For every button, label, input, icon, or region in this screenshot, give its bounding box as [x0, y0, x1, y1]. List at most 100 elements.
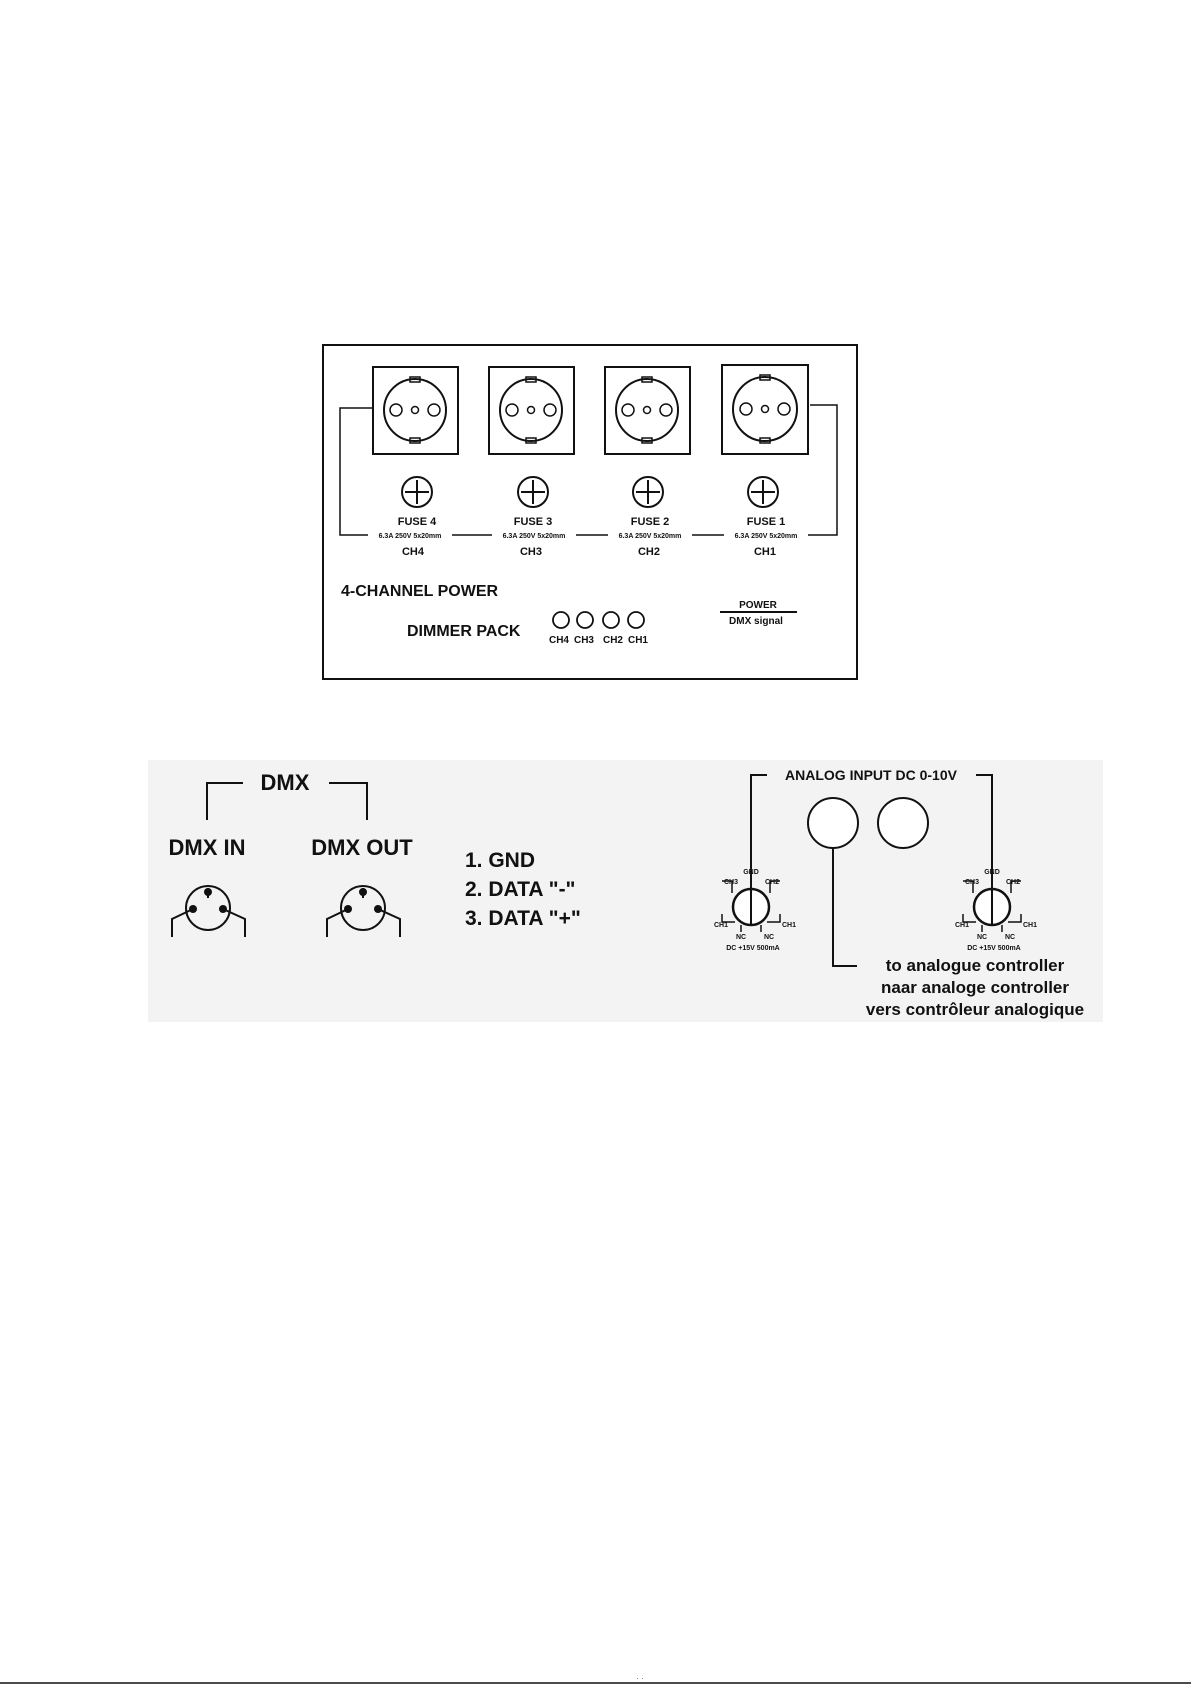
pin-nc-label: NC — [736, 934, 746, 941]
socket-pin-hole — [777, 402, 791, 416]
pin-ch1-label: CH1 — [955, 922, 969, 929]
power-label: POWER — [739, 600, 778, 611]
panel-title-line2: DIMMER PACK — [407, 623, 521, 640]
channel-label: CH4 — [402, 546, 425, 558]
pin-gnd-label: GND — [984, 869, 1000, 876]
socket-center-hole — [760, 404, 770, 414]
socket-circle — [732, 376, 798, 442]
outlet-ch4 — [372, 366, 459, 455]
pin-ch1-label: CH1 — [714, 922, 728, 929]
socket-pin-hole — [739, 402, 753, 416]
pin-3-label: 3. DATA "+" — [465, 907, 581, 930]
fuse-rating: 6.3A 250V 5x20mm — [503, 533, 566, 540]
dmx-section: DMX DMX IN DMX OUT 1. GND 2. DATA "-" — [169, 770, 581, 937]
pin-nc-label: NC — [1005, 934, 1015, 941]
dmx-in-connector-icon — [171, 885, 246, 937]
led-ch3 — [576, 611, 594, 629]
outlet-ch3 — [488, 366, 575, 455]
connector-power-label: DC +15V 500mA — [967, 945, 1021, 952]
panel-title-line1: 4-CHANNEL POWER — [341, 583, 498, 600]
outlet-ch1 — [721, 364, 809, 455]
pin-ch1-label: CH1 — [1023, 922, 1037, 929]
dmx-signal-label: DMX signal — [729, 616, 783, 627]
earth-clip-top — [525, 376, 537, 383]
socket-frame — [488, 366, 575, 455]
led-label: CH4 — [549, 635, 569, 646]
analog-connector-left: GND CH3 CH2 CH1 CH1 NC NC DC +15V 500mA — [714, 869, 796, 952]
socket-pin-hole — [659, 403, 673, 417]
fuse-holder-1 — [747, 476, 779, 508]
channel-label: CH1 — [754, 546, 776, 558]
controller-leader-line — [832, 848, 857, 967]
outlet-ch2 — [604, 366, 691, 455]
led-ch2 — [602, 611, 620, 629]
pin-1-label: 1. GND — [465, 849, 535, 872]
socket-center-hole — [642, 405, 652, 415]
led-label: CH2 — [603, 635, 623, 646]
pin-ch3-label: CH3 — [965, 879, 979, 886]
pin-nc-label: NC — [977, 934, 987, 941]
socket-center-hole — [526, 405, 536, 415]
socket-pin-hole — [621, 403, 635, 417]
fuse-label: FUSE 1 — [747, 516, 786, 528]
socket-frame — [372, 366, 459, 455]
earth-clip-bottom — [525, 437, 537, 444]
fuse-holder-2 — [632, 476, 664, 508]
earth-clip-bottom — [409, 437, 421, 444]
pin-ch2-label: CH2 — [1006, 879, 1020, 886]
pin-nc-label: NC — [764, 934, 774, 941]
controller-text-nl: naar analoge controller — [881, 978, 1069, 997]
channel-wiring-line — [339, 404, 838, 536]
led-ch4 — [552, 611, 570, 629]
socket-center-hole — [410, 405, 420, 415]
socket-pin-hole — [427, 403, 441, 417]
analog-bracket-left — [750, 774, 767, 880]
dmx-out-connector-icon — [326, 885, 401, 937]
channel-label: CH3 — [520, 546, 542, 558]
controller-text-fr: vers contrôleur analogique — [866, 1000, 1084, 1019]
fuse-rating: 6.3A 250V 5x20mm — [379, 533, 442, 540]
socket-circle — [499, 378, 563, 442]
connections-background — [148, 760, 1103, 1022]
channel-label: CH2 — [638, 546, 660, 558]
dmx-bracket-right — [329, 782, 368, 820]
pin-gnd-label: GND — [743, 869, 759, 876]
fuse-rating: 6.3A 250V 5x20mm — [619, 533, 682, 540]
panel-border — [322, 344, 858, 680]
analog-section: ANALOG INPUT DC 0-10V GND CH3 CH2 CH1 CH… — [714, 767, 1084, 1019]
pin-2-label: 2. DATA "-" — [465, 878, 576, 901]
dmx-title: DMX — [261, 770, 310, 795]
socket-frame — [721, 364, 809, 455]
socket-circle — [615, 378, 679, 442]
earth-clip-top — [641, 376, 653, 383]
fuse-label: FUSE 3 — [514, 516, 553, 528]
front-panel: FUSE 4 6.3A 250V 5x20mm CH4 FUSE 3 6.3A … — [322, 344, 858, 680]
fuse-rating: 6.3A 250V 5x20mm — [735, 533, 798, 540]
socket-pin-hole — [505, 403, 519, 417]
control-knob-icon — [877, 797, 929, 849]
fuse-holder-3 — [517, 476, 549, 508]
socket-pin-hole — [389, 403, 403, 417]
led-label: CH1 — [628, 635, 648, 646]
controller-text-en: to analogue controller — [886, 956, 1065, 975]
earth-clip-top — [409, 376, 421, 383]
fuse-label: FUSE 2 — [631, 516, 670, 528]
fuse-label: FUSE 4 — [398, 516, 437, 528]
led-label: CH3 — [574, 635, 594, 646]
connector-power-label: DC +15V 500mA — [726, 945, 780, 952]
pin-ch1-label: CH1 — [782, 922, 796, 929]
led-ch1 — [627, 611, 645, 629]
analog-bracket-right — [976, 774, 993, 880]
earth-clip-bottom — [759, 437, 771, 444]
analog-connector-right: GND CH3 CH2 CH1 CH1 NC NC DC +15V 500mA — [955, 869, 1037, 952]
socket-circle — [383, 378, 447, 442]
earth-clip-bottom — [641, 437, 653, 444]
socket-frame — [604, 366, 691, 455]
fuse-holder-4 — [401, 476, 433, 508]
socket-pin-hole — [543, 403, 557, 417]
pin-ch3-label: CH3 — [724, 879, 738, 886]
control-knob-icon — [807, 797, 859, 849]
earth-clip-top — [759, 374, 771, 381]
footer-text: · · — [636, 1674, 644, 1683]
